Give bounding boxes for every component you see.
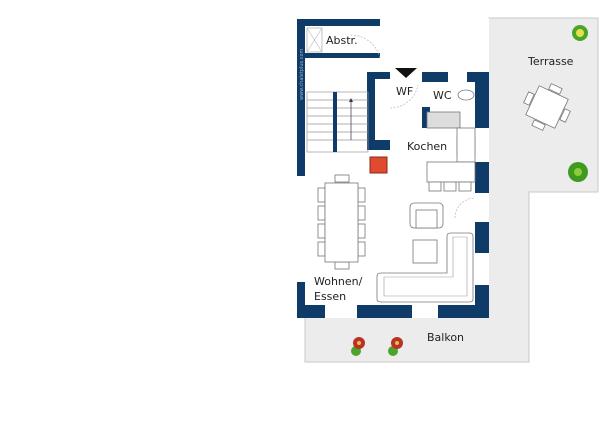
room-label-wf: WF: [396, 85, 413, 98]
terrace-table: [523, 83, 571, 131]
room-label-wc: WC: [433, 89, 452, 102]
room-label-terrasse: Terrasse: [527, 55, 574, 68]
plant-icon: [572, 25, 588, 41]
room-label-balkon: Balkon: [427, 331, 464, 344]
entrance-arrow-icon: [395, 68, 417, 78]
flower-pot-icon: [351, 337, 365, 356]
door-swings: [349, 34, 476, 219]
flower-pot-icon: [388, 337, 403, 356]
armchair: [409, 202, 444, 229]
room-label-essen: Essen: [314, 290, 346, 303]
dining-table: [317, 174, 366, 270]
room-label-kochen: Kochen: [407, 140, 447, 153]
plant-icon: [568, 162, 588, 182]
ottoman: [412, 239, 438, 264]
toilet: [457, 89, 475, 101]
sofa: [376, 232, 474, 303]
kitchen-sink: [426, 111, 461, 129]
staircase: [306, 91, 369, 153]
walls: [297, 19, 489, 318]
storage-box: [306, 27, 323, 53]
room-label-abstr: Abstr.: [326, 34, 358, 47]
room-label-wohnen: Wohnen/: [314, 275, 363, 288]
watermark: www.chaletplus.com: [299, 48, 305, 100]
fireplace: [369, 156, 388, 174]
kitchen-counter: [426, 127, 476, 192]
